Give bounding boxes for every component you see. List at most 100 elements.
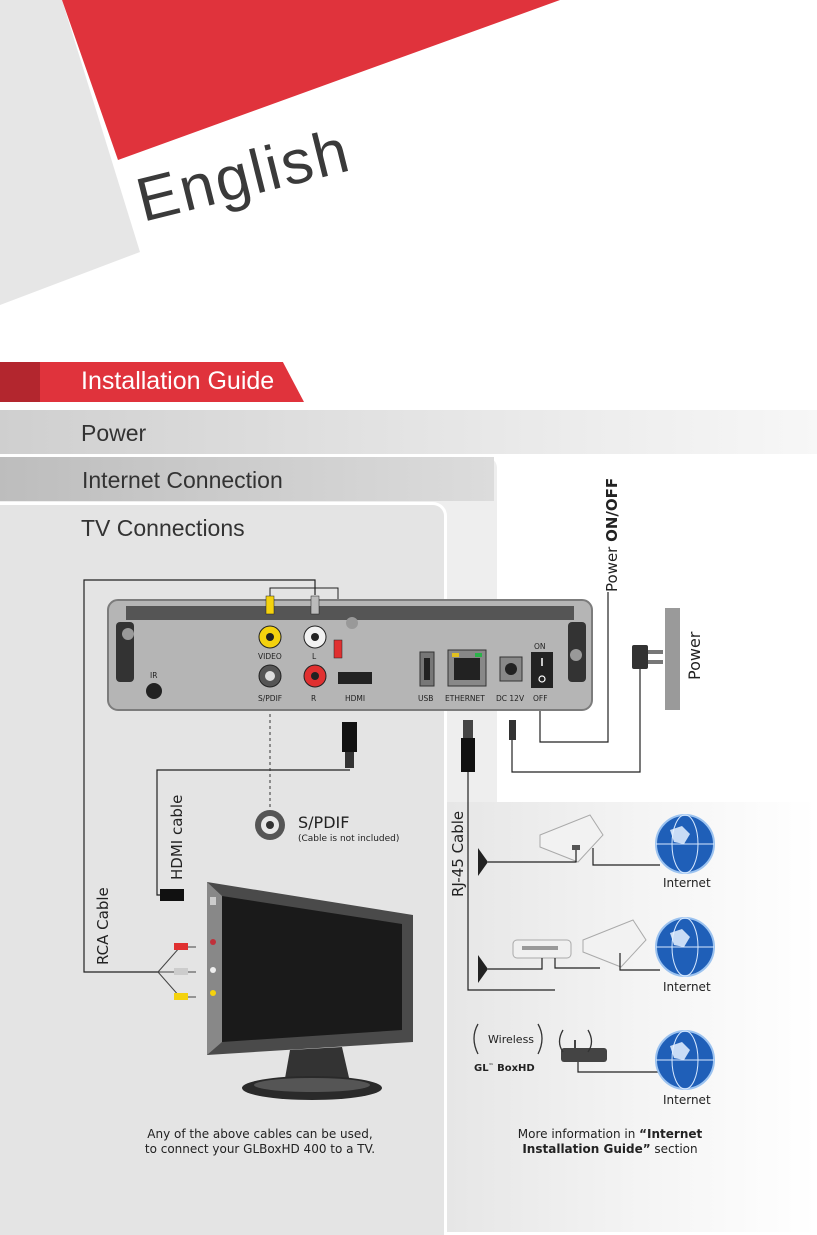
rj45-plug-tip xyxy=(463,720,473,738)
hdmi-port xyxy=(338,672,372,684)
router-2-leds xyxy=(522,946,558,950)
audio-l-label: L xyxy=(312,652,317,661)
spdif-connector-center xyxy=(266,821,274,829)
footer-right-pre: More information in xyxy=(517,1127,640,1141)
rj45-cable-label: RJ-45 Cable xyxy=(449,811,467,897)
modem-1-port xyxy=(572,845,580,850)
audio-l-port-center xyxy=(311,633,319,641)
modem-1-line-a xyxy=(545,850,577,863)
hdmi-plug-top-neck xyxy=(345,752,354,768)
tv-screen xyxy=(222,896,402,1042)
footer-left: Any of the above cables can be used, to … xyxy=(110,1127,410,1157)
footer-right-bold2: Installation Guide” xyxy=(522,1142,651,1156)
switch-off-mark xyxy=(538,675,546,683)
box-brand: GL xyxy=(474,1063,489,1074)
wireless-wave-icon xyxy=(473,1023,543,1055)
box-model: BoxHD xyxy=(494,1063,535,1074)
video-port-center xyxy=(266,633,274,641)
rca-plug-white xyxy=(310,595,320,615)
hdmi-cable-label: HDMI cable xyxy=(168,795,186,880)
dc-label: DC 12V xyxy=(496,694,525,703)
power-switch-line xyxy=(539,592,609,743)
tv-white-port xyxy=(210,967,216,973)
ir-port xyxy=(146,683,162,699)
power-onoff-prefix: Power xyxy=(603,542,621,592)
section-tv-title: TV Connections xyxy=(81,515,245,541)
tv-stand-neck xyxy=(284,1047,350,1084)
rca-plug-yellow xyxy=(265,595,275,615)
spdif-note: (Cable is not included) xyxy=(298,834,399,844)
cover-red-shape xyxy=(62,0,560,160)
cover-graphic: English xyxy=(0,0,560,305)
hdmi-label: HDMI xyxy=(345,694,365,703)
left-screw xyxy=(122,628,134,640)
tv-rca-plug-red xyxy=(174,943,188,950)
footer-right-bold1: “Internet xyxy=(639,1127,703,1141)
tv-rca-plug-yellow xyxy=(174,993,188,1000)
hdmi-plug-top xyxy=(342,722,357,752)
tv-rca-plug-white xyxy=(174,968,188,975)
router-2-line-b xyxy=(554,958,600,969)
modem-2 xyxy=(582,919,647,968)
top-screw xyxy=(346,617,358,629)
router-wave-icon xyxy=(558,1029,593,1053)
power-onoff-label: Power ON/OFF xyxy=(603,478,621,592)
section-power-title: Power xyxy=(81,420,147,446)
spdif-port-center xyxy=(265,671,275,681)
globe-icon-2 xyxy=(655,917,715,977)
tv-stand-base-top xyxy=(254,1078,370,1092)
power-onoff-bold: ON/OFF xyxy=(603,478,621,542)
footer-left-line2: to connect your GLBoxHD 400 to a TV. xyxy=(144,1142,376,1156)
rj45-arrow-1 xyxy=(478,848,488,876)
power-plug-label: Power xyxy=(685,631,704,680)
header-red-tab xyxy=(40,362,304,402)
power-adapter xyxy=(632,645,648,669)
modem-2-line xyxy=(619,953,660,971)
dc-plug xyxy=(509,720,516,740)
section-internet-title: Internet Connection xyxy=(82,467,283,493)
network-panel xyxy=(447,802,817,1232)
rj45-cable-line xyxy=(467,772,555,991)
footer-right: More information in “Internet Installati… xyxy=(480,1127,740,1157)
rca-cable-line xyxy=(83,579,316,973)
wireless-line xyxy=(577,1062,660,1073)
ethernet-label: ETHERNET xyxy=(445,694,485,703)
power-prong-2 xyxy=(648,660,663,664)
tv-hdmi-port xyxy=(210,897,216,905)
rj45-arrow-2 xyxy=(478,955,488,983)
ethernet-led-yellow xyxy=(452,653,459,657)
usb-port-slot xyxy=(424,658,430,680)
ir-label: IR xyxy=(150,671,157,680)
power-prong-1 xyxy=(648,650,663,654)
spdif-title: S/PDIF xyxy=(298,813,349,832)
router-2-line xyxy=(520,958,543,970)
box-tm: ™ xyxy=(489,1063,494,1069)
cover-gray-shape xyxy=(0,0,140,305)
wireless-router xyxy=(561,1048,607,1062)
rj45-plug xyxy=(461,738,475,772)
audio-r-port-center xyxy=(311,672,319,680)
footer-right-line1: More information in “Internet xyxy=(480,1127,740,1142)
tv-yellow-port xyxy=(210,990,216,996)
device-top-strip xyxy=(126,606,574,620)
box-brand-label: GL™ BoxHD xyxy=(474,1063,535,1074)
header-dark-tab xyxy=(0,362,40,402)
ethernet-socket xyxy=(454,658,480,680)
footer-left-line1: Any of the above cables can be used, xyxy=(147,1127,373,1141)
globe-icon-1 xyxy=(655,814,715,874)
wireless-label: Wireless xyxy=(488,1033,534,1046)
rca-cable-label: RCA Cable xyxy=(94,887,112,965)
internet-band xyxy=(0,457,494,501)
switch-off-label: OFF xyxy=(533,694,548,703)
header-title: Installation Guide xyxy=(81,367,275,395)
audio-r-label: R xyxy=(311,694,316,703)
right-screw xyxy=(570,649,582,661)
spdif-port-label: S/PDIF xyxy=(258,694,282,703)
video-label: VIDEO xyxy=(258,652,282,661)
modem-1 xyxy=(539,814,604,863)
hdmi-plug-bottom xyxy=(160,889,184,901)
rca-plug-red xyxy=(333,639,343,659)
dc-port-center xyxy=(505,663,517,675)
footer-right-line2: Installation Guide” section xyxy=(480,1142,740,1157)
